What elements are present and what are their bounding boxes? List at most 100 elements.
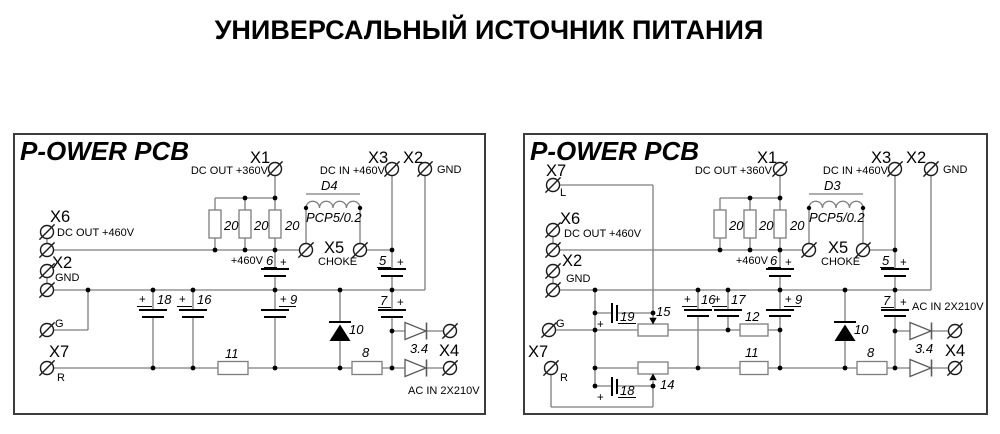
panel-right-capacitor-plates bbox=[611, 268, 909, 396]
panel-right-junction-dots bbox=[592, 195, 898, 389]
label-x5: X5 bbox=[828, 239, 848, 257]
label-x2-left: X2 bbox=[562, 252, 582, 270]
label-x3-sub: DC IN +460V bbox=[320, 165, 386, 177]
label-r: R bbox=[560, 372, 568, 384]
inductor-d3-value: PCP5/0.2 bbox=[809, 210, 865, 225]
cap-6-label: 6 bbox=[266, 253, 274, 268]
cap-7-plus: + bbox=[900, 297, 907, 309]
cap-5-plus: + bbox=[397, 257, 404, 269]
panel-left-wires bbox=[46, 176, 443, 369]
screw-x6-a bbox=[38, 223, 56, 241]
pot-14 bbox=[637, 361, 669, 375]
panel-left-capacitor-plates bbox=[139, 268, 406, 318]
cap-9-label: 9 bbox=[795, 292, 802, 307]
pot-15 bbox=[637, 323, 669, 337]
label-x6: X6 bbox=[560, 210, 580, 228]
label-x1: X1 bbox=[250, 149, 270, 167]
panel-right-wires bbox=[550, 176, 948, 408]
inductor-d4-coil bbox=[305, 200, 361, 209]
label-g: G bbox=[55, 318, 64, 330]
resistor-12-label: 12 bbox=[745, 309, 760, 324]
label-x2-top: X2 bbox=[906, 149, 926, 167]
label-x5-sub: CHOKE bbox=[821, 256, 860, 268]
resistor-20-2-label: 20 bbox=[758, 218, 774, 233]
resistor-11 bbox=[217, 360, 249, 376]
screw-x4-a bbox=[946, 322, 964, 340]
screw-g bbox=[38, 321, 56, 339]
screw-x5-a bbox=[297, 241, 315, 259]
resistor-8-label: 8 bbox=[867, 345, 875, 360]
cap-7-label: 7 bbox=[380, 293, 388, 308]
diode-3 bbox=[909, 321, 933, 341]
inductor-d3-coil bbox=[808, 200, 864, 209]
cap-6-plus: + bbox=[785, 257, 792, 269]
resistor-11-label: 11 bbox=[225, 346, 239, 361]
pot-14-wiper-arrow bbox=[649, 373, 657, 381]
label-x1-sub: DC OUT +360V bbox=[191, 165, 269, 177]
resistor-20-2-label: 20 bbox=[253, 218, 269, 233]
resistor-20-2 bbox=[743, 209, 757, 239]
resistor-20-1 bbox=[713, 209, 727, 239]
inductor-d3-label: D3 bbox=[824, 178, 841, 193]
label-l: L bbox=[560, 187, 566, 199]
cap-17-label: 17 bbox=[731, 292, 746, 307]
resistor-12 bbox=[739, 323, 769, 337]
diode-4 bbox=[404, 358, 428, 378]
inductor-d4-label: D4 bbox=[321, 178, 338, 193]
label-460v: +460V bbox=[736, 255, 769, 267]
screw-x2-left-b bbox=[544, 281, 562, 299]
label-x1-sub: DC OUT +360V bbox=[695, 165, 773, 177]
label-x6-sub: DC OUT +460V bbox=[564, 228, 642, 240]
cap-18-plus: + bbox=[139, 294, 146, 306]
cap-19-plus: + bbox=[597, 319, 604, 331]
resistor-8 bbox=[351, 360, 383, 376]
resistor-11 bbox=[739, 360, 769, 376]
label-460v: +460V bbox=[231, 255, 264, 267]
cap-7-plus: + bbox=[397, 297, 404, 309]
diode-3 bbox=[404, 321, 428, 341]
label-x2-top-sub: GND bbox=[437, 164, 462, 176]
cap-18-label: 18 bbox=[157, 292, 172, 307]
diode-10 bbox=[834, 321, 856, 341]
panel-right-label-underlines bbox=[618, 267, 894, 398]
pot-15-label: 15 bbox=[656, 304, 671, 319]
panel-left-label-underlines bbox=[137, 267, 391, 308]
label-x3: X3 bbox=[368, 149, 388, 167]
resistor-8-label: 8 bbox=[362, 345, 370, 360]
cap-6-plus: + bbox=[280, 257, 287, 269]
resistor-20-3-label: 20 bbox=[789, 218, 805, 233]
resistor-20-1-label: 20 bbox=[223, 218, 239, 233]
cap-17-plus: + bbox=[714, 294, 721, 306]
screw-g bbox=[540, 321, 558, 339]
panel-left-border bbox=[13, 133, 486, 415]
cap-9-plus: + bbox=[280, 294, 287, 306]
board-title: P-OWER PCB bbox=[530, 136, 699, 166]
screw-x6-b bbox=[544, 241, 562, 259]
screw-x2-left-a bbox=[544, 262, 562, 280]
cap-18-label: 18 bbox=[620, 383, 635, 398]
label-x2-left-sub: GND bbox=[55, 272, 80, 284]
diode-10 bbox=[329, 321, 351, 341]
cap-9-plus: + bbox=[785, 294, 792, 306]
diode-4 bbox=[909, 358, 933, 378]
cap-5-label: 5 bbox=[379, 253, 387, 268]
cap-9-label: 9 bbox=[290, 292, 297, 307]
panel-right-schematic: P-OWER PCB X7 L X1 DC OUT +360V X3 DC IN… bbox=[523, 133, 988, 415]
cap-16-label: 16 bbox=[701, 292, 716, 307]
screw-x4-b bbox=[946, 359, 964, 377]
diode-10-label: 10 bbox=[349, 322, 364, 337]
page-title: УНИВЕРСАЛЬНЫЙ ИСТОЧНИК ПИТАНИЯ bbox=[215, 14, 764, 45]
label-r: R bbox=[57, 372, 65, 384]
panel-left-junction-dots bbox=[85, 195, 395, 371]
screw-x2-left-b bbox=[38, 281, 56, 299]
pot-15-wiper-arrow bbox=[649, 317, 657, 325]
diode-34-label: 3.4 bbox=[410, 341, 428, 356]
cap-18-plus: + bbox=[597, 392, 604, 404]
resistor-20-1 bbox=[208, 209, 222, 239]
diode-10-label: 10 bbox=[854, 322, 869, 337]
pot-14-label: 14 bbox=[660, 377, 674, 392]
label-ac-in: AC IN 2X210V bbox=[912, 301, 984, 313]
cap-16-plus: + bbox=[179, 294, 186, 306]
